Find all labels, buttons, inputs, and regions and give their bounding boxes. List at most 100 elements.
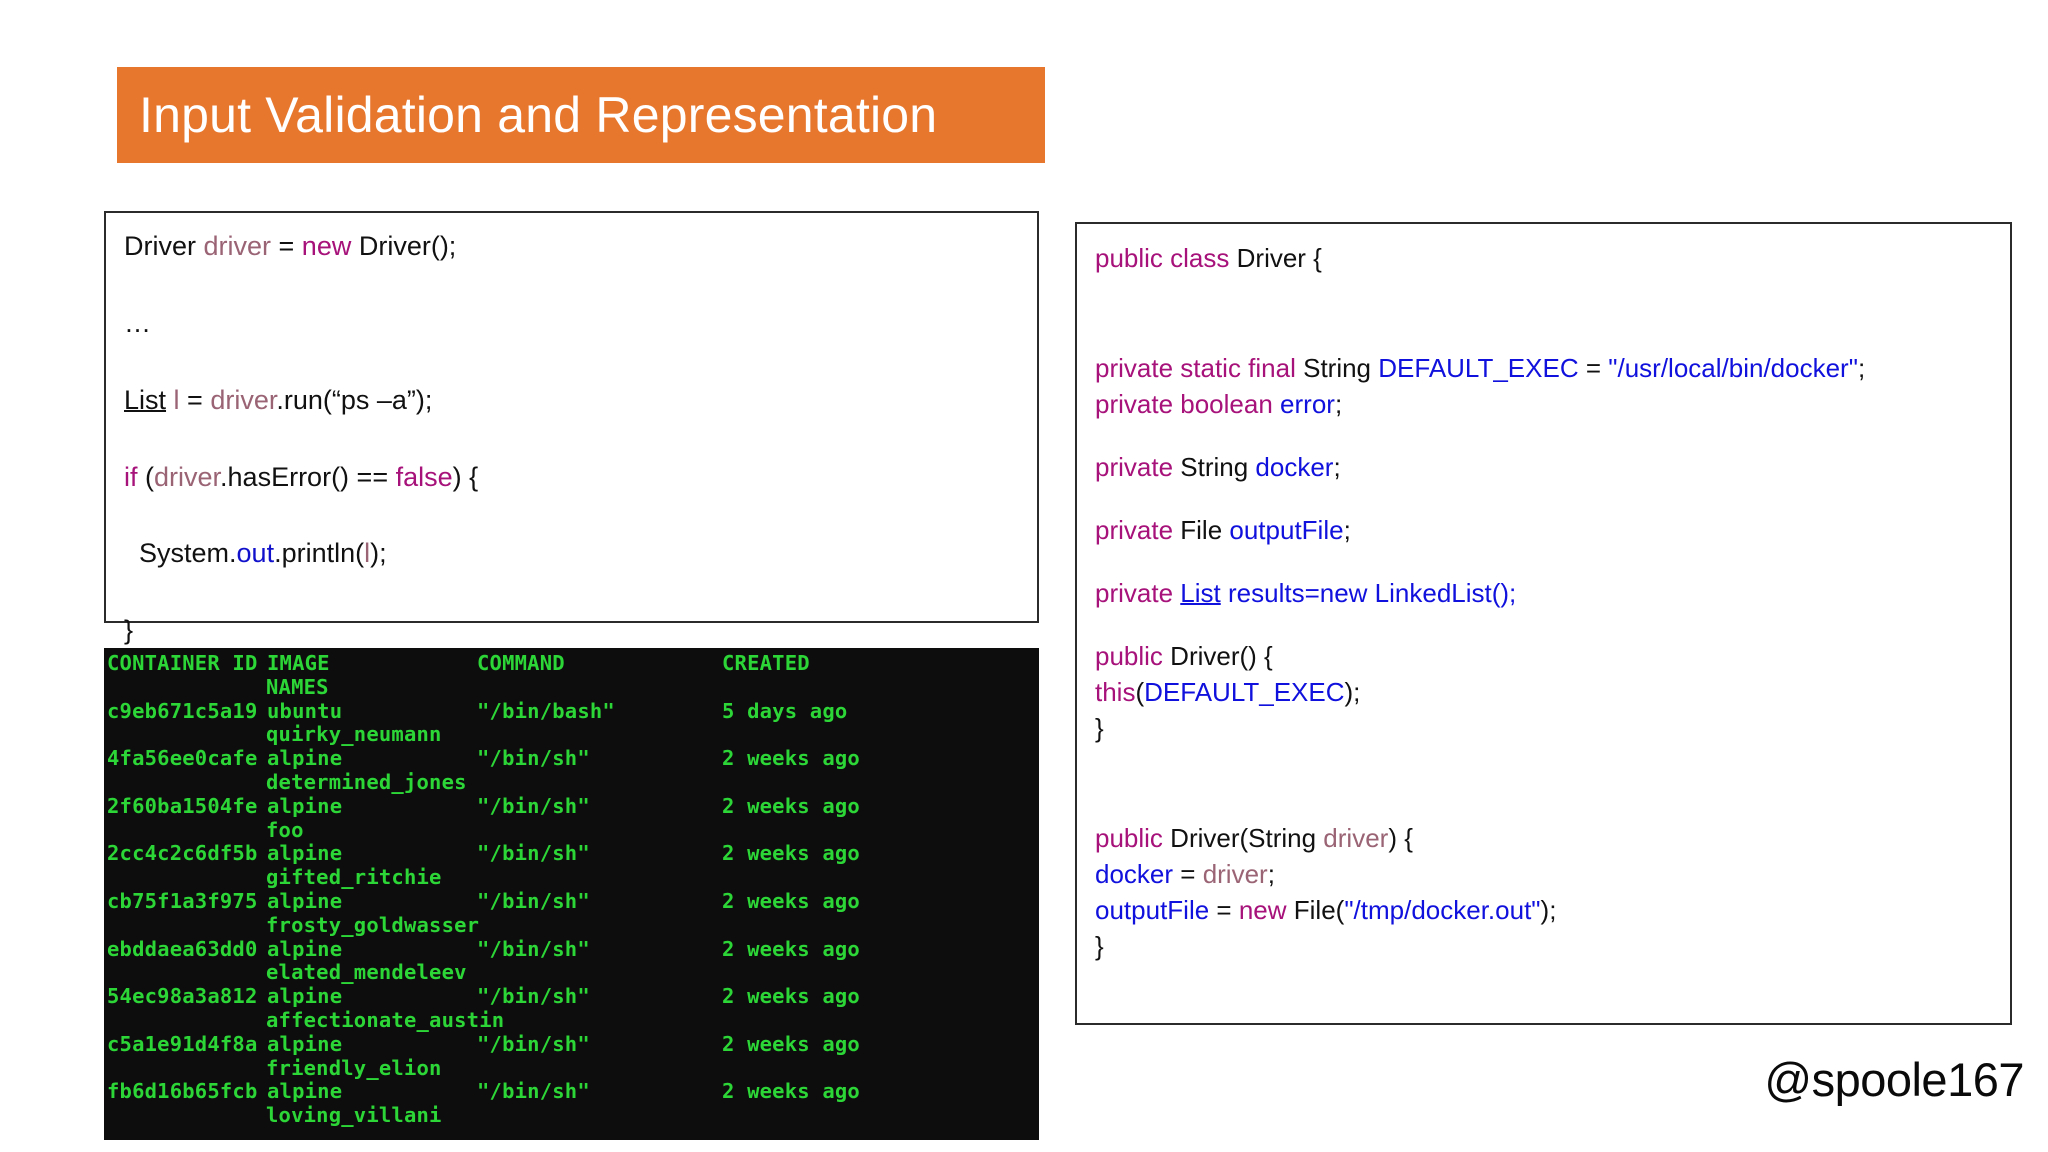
terminal-cell-names: determined_jones (266, 769, 467, 794)
code-token: this (1095, 677, 1136, 707)
terminal-cell-command: "/bin/sh" (477, 1079, 590, 1104)
terminal-cell-container-id: cb75f1a3f975 (107, 888, 258, 913)
code-token: .run(“ps –a”); (276, 384, 433, 415)
terminal-cell-names: NAMES (266, 674, 329, 699)
code-token: error (1280, 389, 1335, 419)
code-token: public (1095, 641, 1163, 671)
code-token: l (364, 538, 371, 569)
code-token: new (1238, 895, 1287, 925)
code-token: File (1173, 515, 1230, 545)
code-token: = (179, 384, 211, 415)
code-spacer (1095, 276, 2010, 350)
terminal-cell-created: 2 weeks ago (722, 1031, 860, 1056)
code-token: ); (1540, 895, 1557, 925)
code-token: System. (124, 538, 237, 569)
code-token: Driver() { (1162, 641, 1273, 671)
terminal-cell-command: "/bin/sh" (477, 888, 590, 913)
code-token: Driver(); (351, 231, 457, 261)
code-token: ( (137, 461, 154, 492)
terminal-cell-command: COMMAND (477, 651, 565, 675)
code-token: "/usr/local/bin/docker" (1608, 353, 1858, 383)
code-token: ; (1267, 859, 1275, 889)
terminal-cell-command: "/bin/sh" (477, 984, 590, 1009)
terminal-cell-created: 2 weeks ago (722, 936, 860, 961)
code-token: results=new LinkedList(); (1227, 578, 1517, 608)
terminal-cell-image: alpine (267, 841, 343, 866)
terminal-cell-created: 2 weeks ago (722, 841, 860, 866)
terminal-cell-created: 2 weeks ago (722, 888, 860, 913)
code-token: DEFAULT_EXEC (1378, 353, 1579, 383)
code-token: driver (1323, 823, 1389, 853)
code-line: List l = driver.run(“ps –a”); (124, 385, 1037, 417)
terminal-cell-command: "/bin/sh" (477, 936, 590, 961)
terminal-cell-created: 2 weeks ago (722, 984, 860, 1009)
code-token: } (124, 615, 134, 646)
terminal-cell-names: foo (266, 817, 304, 842)
code-token: … (124, 307, 151, 338)
code-spacer (1095, 548, 2010, 575)
code-token: public (1095, 823, 1163, 853)
code-token: driver (1202, 859, 1268, 889)
code-token: new (301, 231, 352, 261)
code-token: } (1095, 931, 1104, 961)
terminal-cell-names: loving_villani (266, 1103, 442, 1128)
code-line: System.out.println(l); (124, 538, 1037, 570)
code-token: ) { (452, 461, 479, 492)
code-token: outputFile (1229, 515, 1344, 545)
terminal-cell-names: gifted_ritchie (266, 865, 442, 890)
code-line: } (1095, 928, 2010, 964)
code-token: String (1173, 452, 1256, 482)
code-token: List (124, 384, 167, 415)
terminal-cell-container-id: 4fa56ee0cafe (107, 746, 258, 771)
code-line: public Driver(String driver) { (1095, 820, 2010, 856)
page-title: Input Validation and Representation (139, 87, 938, 143)
terminal-cell-container-id: 2f60ba1504fe (107, 793, 258, 818)
code-token: out (236, 538, 275, 569)
code-token: driver (210, 384, 277, 415)
right-code-class-panel: public class Driver {private static fina… (1075, 222, 2012, 1025)
terminal-cell-image: alpine (267, 1031, 343, 1056)
slide-title-banner: Input Validation and Representation (117, 67, 1045, 163)
terminal-cell-names: elated_mendeleev (266, 960, 467, 985)
terminal-cell-container-id: fb6d16b65fcb (107, 1079, 258, 1104)
code-line: public Driver() { (1095, 638, 2010, 674)
terminal-cell-command: "/bin/sh" (477, 1031, 590, 1056)
terminal-cell-image: alpine (267, 746, 343, 771)
terminal-cell-created: 2 weeks ago (722, 746, 860, 771)
code-line: … (124, 308, 1037, 340)
code-spacer (1095, 422, 2010, 449)
code-token: = (1209, 895, 1239, 925)
code-token: private static final (1095, 353, 1296, 383)
terminal-cell-command: "/bin/sh" (477, 793, 590, 818)
code-token: ); (1344, 677, 1361, 707)
code-token: ; (1857, 353, 1866, 383)
code-line: if (driver.hasError() == false) { (124, 462, 1037, 494)
code-token: Driver { (1229, 243, 1322, 273)
code-token: String (1295, 353, 1379, 383)
terminal-cell-created: 2 weeks ago (722, 1079, 860, 1104)
terminal-cell-image: alpine (267, 984, 343, 1009)
code-token: } (1095, 713, 1104, 743)
code-token: "/tmp/docker.out" (1344, 895, 1541, 925)
code-token: = (1173, 859, 1203, 889)
code-token: private (1095, 452, 1174, 482)
left-code-snippet-panel: Driver driver = new Driver();…List l = d… (104, 211, 1039, 645)
code-line: outputFile = new File("/tmp/docker.out")… (1095, 892, 2010, 928)
code-token: outputFile (1095, 895, 1210, 925)
code-spacer (1095, 485, 2010, 512)
code-token: driver (203, 231, 272, 261)
code-token: = (271, 231, 302, 261)
code-token (1221, 578, 1228, 608)
code-spacer (1095, 611, 2010, 638)
code-token: ); (370, 538, 387, 569)
code-token: private (1095, 515, 1174, 545)
